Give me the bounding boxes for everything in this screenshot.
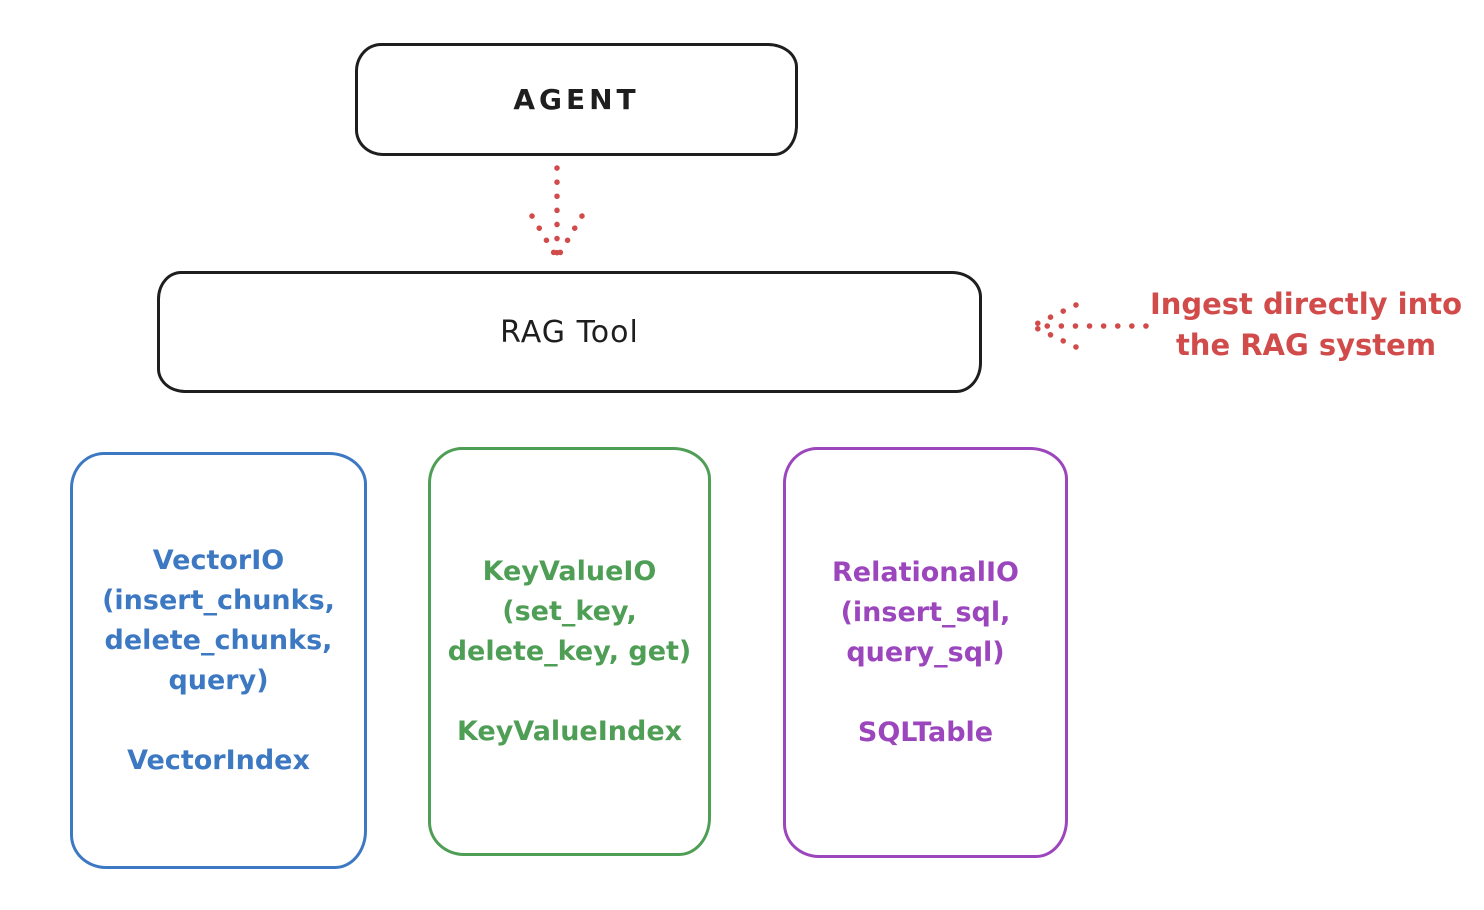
backend-relational-io-node: RelationalIO (insert_sql, query_sql) SQL…: [783, 447, 1068, 858]
ingest-annotation: Ingest directly into the RAG system: [1136, 284, 1476, 366]
backend-vector-io-title: VectorIO (insert_chunks, delete_chunks, …: [102, 544, 335, 696]
backend-keyvalue-io-title: KeyValueIO (set_key, delete_key, get): [447, 555, 692, 667]
dotted-arrow-left-icon: [1018, 298, 1153, 358]
rag-tool-node: RAG Tool: [157, 271, 982, 393]
backend-relational-io-title: RelationalIO (insert_sql, query_sql): [832, 556, 1019, 668]
backend-relational-io-index: SQLTable: [857, 716, 994, 748]
rag-tool-label: RAG Tool: [500, 314, 639, 350]
agent-node: AGENT: [355, 43, 798, 156]
agent-label: AGENT: [513, 83, 640, 116]
ingest-annotation-line2: the RAG system: [1175, 328, 1437, 362]
backend-keyvalue-io-node: KeyValueIO (set_key, delete_key, get) Ke…: [428, 447, 711, 856]
ingest-annotation-line1: Ingest directly into: [1149, 287, 1463, 321]
backend-vector-io-node: VectorIO (insert_chunks, delete_chunks, …: [70, 452, 367, 869]
backend-keyvalue-io-index: KeyValueIndex: [456, 715, 683, 747]
dotted-arrow-down-icon: [517, 160, 597, 266]
backend-vector-io-index: VectorIndex: [127, 744, 310, 776]
